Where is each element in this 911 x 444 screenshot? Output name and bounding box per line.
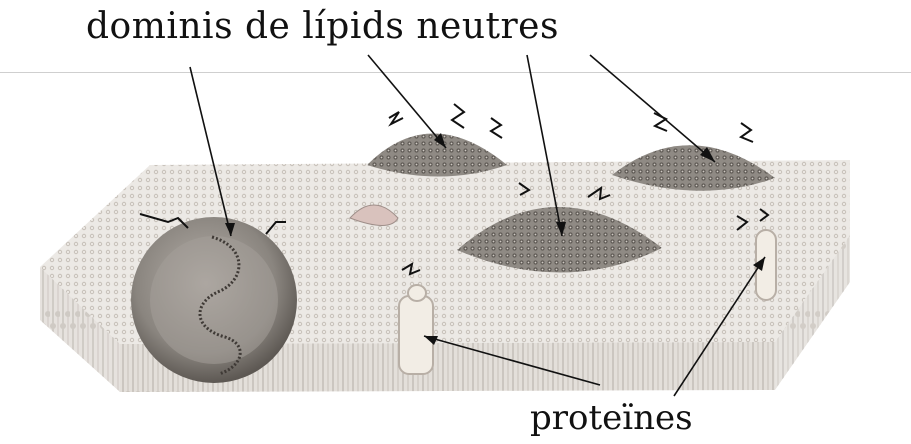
glyco-mark-2 [452, 104, 464, 128]
membrane-protein-1-cap [408, 285, 426, 301]
glyco-mark-5 [741, 123, 753, 142]
glyco-mark-3 [491, 118, 502, 138]
arrow-to-raft-2 [590, 55, 715, 162]
membrane-protein-1 [399, 296, 433, 374]
glyco-mark-1 [389, 112, 403, 124]
vesicle-inner [150, 236, 278, 364]
arrow-to-raft-1 [368, 55, 446, 148]
proteins-label: proteïnes [530, 398, 693, 438]
